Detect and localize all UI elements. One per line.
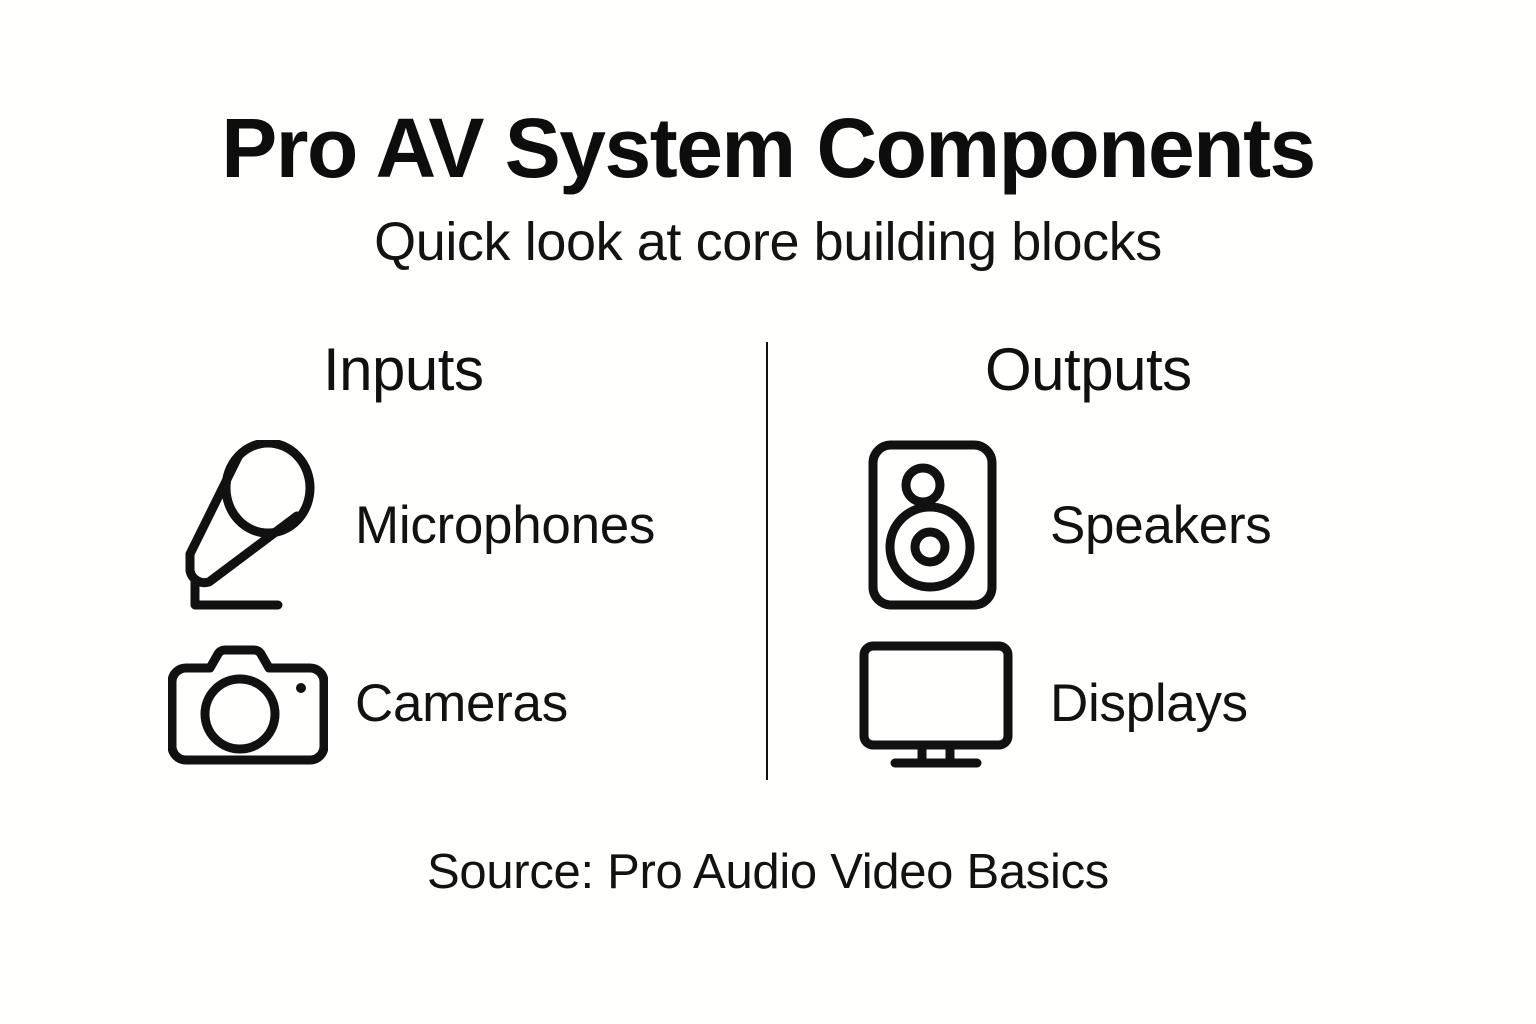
list-item-label-speakers: Speakers <box>1050 495 1272 555</box>
list-item-cameras: Cameras <box>165 618 568 788</box>
list-item-microphones: Microphones <box>165 440 655 610</box>
column-inputs: Inputs Microphones <box>165 336 765 796</box>
column-heading-outputs: Outputs <box>985 336 1192 403</box>
display-monitor-icon <box>845 618 1020 788</box>
list-item-speakers: Speakers <box>845 440 1272 610</box>
microphone-icon <box>165 440 330 610</box>
list-item-label-microphones: Microphones <box>355 495 656 555</box>
speaker-icon <box>845 440 1020 610</box>
column-divider <box>766 342 768 780</box>
column-heading-inputs: Inputs <box>323 336 484 403</box>
list-item-label-displays: Displays <box>1050 673 1248 733</box>
page-subtitle: Quick look at core building blocks <box>374 212 1162 272</box>
list-item-displays: Displays <box>845 618 1248 788</box>
columns-container: Inputs Microphones <box>0 336 1536 796</box>
list-item-label-cameras: Cameras <box>355 673 568 733</box>
column-outputs: Outputs Speakers <box>845 336 1445 796</box>
page-title: Pro AV System Components <box>221 101 1316 195</box>
camera-icon <box>165 618 330 788</box>
source-caption: Source: Pro Audio Video Basics <box>427 845 1109 899</box>
